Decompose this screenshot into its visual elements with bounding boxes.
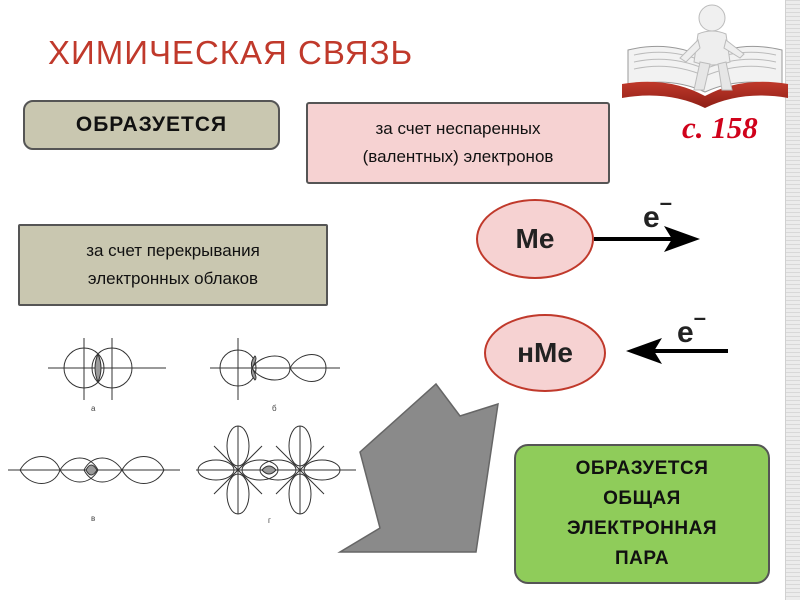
figure-label-g: г [268,516,271,525]
metal-electron-label: e– [643,190,672,234]
slide-title: ХИМИЧЕСКАЯ СВЯЗЬ [48,34,414,71]
orbital-diagram-g [196,425,356,515]
overlap-line-1: за счет перекрывания [86,241,260,260]
shared-pair-box: ОБРАЗУЕТСЯ ОБЩАЯ ЭЛЕКТРОННАЯ ПАРА [514,444,770,584]
result-line-1: ОБРАЗУЕТСЯ [575,458,709,479]
figure-label-a: а [91,404,96,413]
forms-label-box: ОБРАЗУЕТСЯ [23,100,280,150]
forms-label: ОБРАЗУЕТСЯ [75,113,228,136]
page-reference: с. 158 [682,110,758,145]
decorative-side-stripe [785,0,800,600]
metal-oval: Me [476,199,594,279]
figure-label-b: б [272,404,277,413]
nonmetal-oval: нMe [484,314,606,392]
unpaired-electrons-box: за счет неспаренных (валентных) электрон… [306,102,610,184]
metal-label: Me [515,223,555,254]
unpaired-line-1: за счет неспаренных [375,119,541,138]
result-line-2: ОБЩАЯ [603,488,681,509]
big-arrow-icon [337,382,499,553]
orbital-diagram-b [210,338,340,400]
nonmetal-electron-label: e– [677,305,706,349]
orbital-diagram-v [8,456,180,484]
orbital-diagram-a [48,338,166,400]
figure-label-v: в [91,514,96,523]
result-line-3: ЭЛЕКТРОННАЯ [567,518,717,539]
cloud-overlap-box: за счет перекрывания электронных облаков [18,224,328,306]
nonmetal-label: нMe [517,337,573,368]
unpaired-line-2: (валентных) электронов [362,147,554,166]
overlap-line-2: электронных облаков [87,269,259,288]
result-line-4: ПАРА [614,548,670,569]
